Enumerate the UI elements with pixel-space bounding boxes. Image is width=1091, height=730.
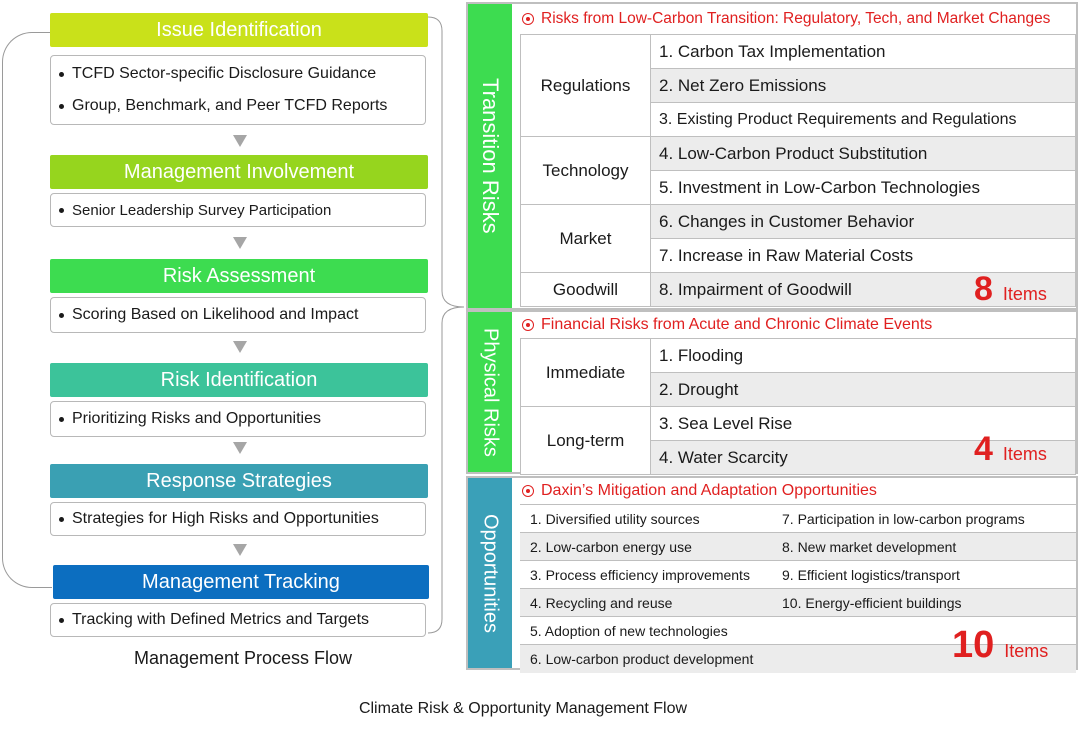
process-caption: Management Process Flow	[133, 648, 353, 668]
step-box-risk-identification: Prioritizing Risks and Opportunities	[50, 401, 426, 437]
bullet-icon	[59, 416, 64, 422]
risk-item: 8. Impairment of Goodwill	[650, 272, 1076, 307]
opportunities-section: Opportunities Daxin’s Mitigation and Ada…	[466, 476, 1078, 673]
category-technology: Technology	[520, 136, 651, 205]
risk-item: 4. Water Scarcity	[650, 440, 1076, 475]
arrow-down-icon	[233, 544, 247, 556]
step-title-management-tracking: Management Tracking	[53, 565, 429, 599]
category-regulations: Regulations	[520, 34, 651, 137]
risk-item: 4. Low-Carbon Product Substitution	[650, 136, 1076, 171]
step-title-risk-identification: Risk Identification	[50, 363, 428, 397]
step-title-issue-identification: Issue Identification	[50, 13, 428, 47]
opportunities-label: Opportunities	[468, 478, 512, 668]
risk-item: 7. Increase in Raw Material Costs	[650, 238, 1076, 273]
step-bullet: Strategies for High Risks and Opportunit…	[59, 503, 417, 535]
step-title-response-strategies: Response Strategies	[50, 464, 428, 498]
physical-risks-section: Physical Risks Financial Risks from Acut…	[466, 310, 1078, 475]
step-title-risk-assessment: Risk Assessment	[50, 259, 428, 293]
bullet-icon	[59, 71, 64, 77]
step-box-response-strategies: Strategies for High Risks and Opportunit…	[50, 502, 426, 536]
step-box-management-involvement: Senior Leadership Survey Participation	[50, 193, 426, 227]
arrow-down-icon	[233, 442, 247, 454]
risk-item: 2. Drought	[650, 372, 1076, 407]
physical-risks-label: Physical Risks	[468, 312, 512, 472]
risk-item: 2. Net Zero Emissions	[650, 68, 1076, 103]
risk-item: 3. Existing Product Requirements and Reg…	[650, 102, 1076, 137]
arrow-down-icon	[233, 341, 247, 353]
target-icon	[522, 485, 534, 497]
transition-risks-section: Transition Risks Risks from Low-Carbon T…	[466, 2, 1078, 310]
process-bracket	[426, 15, 466, 635]
step-bullet: Prioritizing Risks and Opportunities	[59, 402, 417, 436]
arrow-down-icon	[233, 237, 247, 249]
opportunities-heading: Daxin’s Mitigation and Adaptation Opport…	[522, 482, 877, 500]
arrow-down-icon	[233, 135, 247, 147]
bullet-icon	[59, 617, 64, 623]
category-market: Market	[520, 204, 651, 273]
bullet-icon	[59, 312, 64, 318]
list-item: 6. Low-carbon product development	[520, 645, 1076, 673]
physical-risk-table: Immediate 1. Flooding 2. Drought Long-te…	[520, 338, 1076, 475]
step-box-risk-assessment: Scoring Based on Likelihood and Impact	[50, 297, 426, 333]
step-box-management-tracking: Tracking with Defined Metrics and Target…	[50, 603, 426, 637]
category-goodwill: Goodwill	[520, 272, 651, 307]
step-box-issue-identification: TCFD Sector-specific Disclosure Guidance…	[50, 55, 426, 125]
step-title-management-involvement: Management Involvement	[50, 155, 428, 189]
transition-heading: Risks from Low-Carbon Transition: Regula…	[522, 10, 1050, 28]
category-long-term: Long-term	[520, 406, 651, 475]
bullet-icon	[59, 103, 64, 109]
process-loop-line	[2, 32, 52, 588]
figure-caption: Climate Risk & Opportunity Management Fl…	[358, 700, 688, 717]
transition-risk-table: Regulations 1. Carbon Tax Implementation…	[520, 34, 1076, 307]
step-bullet: TCFD Sector-specific Disclosure Guidance	[59, 58, 417, 90]
risk-item: 5. Investment in Low-Carbon Technologies	[650, 170, 1076, 205]
step-bullet: Senior Leadership Survey Participation	[59, 194, 417, 226]
risk-item: 3. Sea Level Rise	[650, 406, 1076, 441]
list-item: 5. Adoption of new technologies	[520, 617, 1076, 645]
risk-item: 1. Flooding	[650, 338, 1076, 373]
risk-item: 1. Carbon Tax Implementation	[650, 34, 1076, 69]
step-bullet: Scoring Based on Likelihood and Impact	[59, 298, 417, 332]
physical-heading: Financial Risks from Acute and Chronic C…	[522, 316, 932, 334]
step-bullet: Group, Benchmark, and Peer TCFD Reports	[59, 90, 417, 122]
target-icon	[522, 319, 534, 331]
target-icon	[522, 13, 534, 25]
category-immediate: Immediate	[520, 338, 651, 407]
bullet-icon	[59, 207, 64, 213]
bullet-icon	[59, 516, 64, 522]
risk-item: 6. Changes in Customer Behavior	[650, 204, 1076, 239]
step-bullet: Tracking with Defined Metrics and Target…	[59, 604, 417, 636]
transition-risks-label: Transition Risks	[468, 4, 512, 308]
